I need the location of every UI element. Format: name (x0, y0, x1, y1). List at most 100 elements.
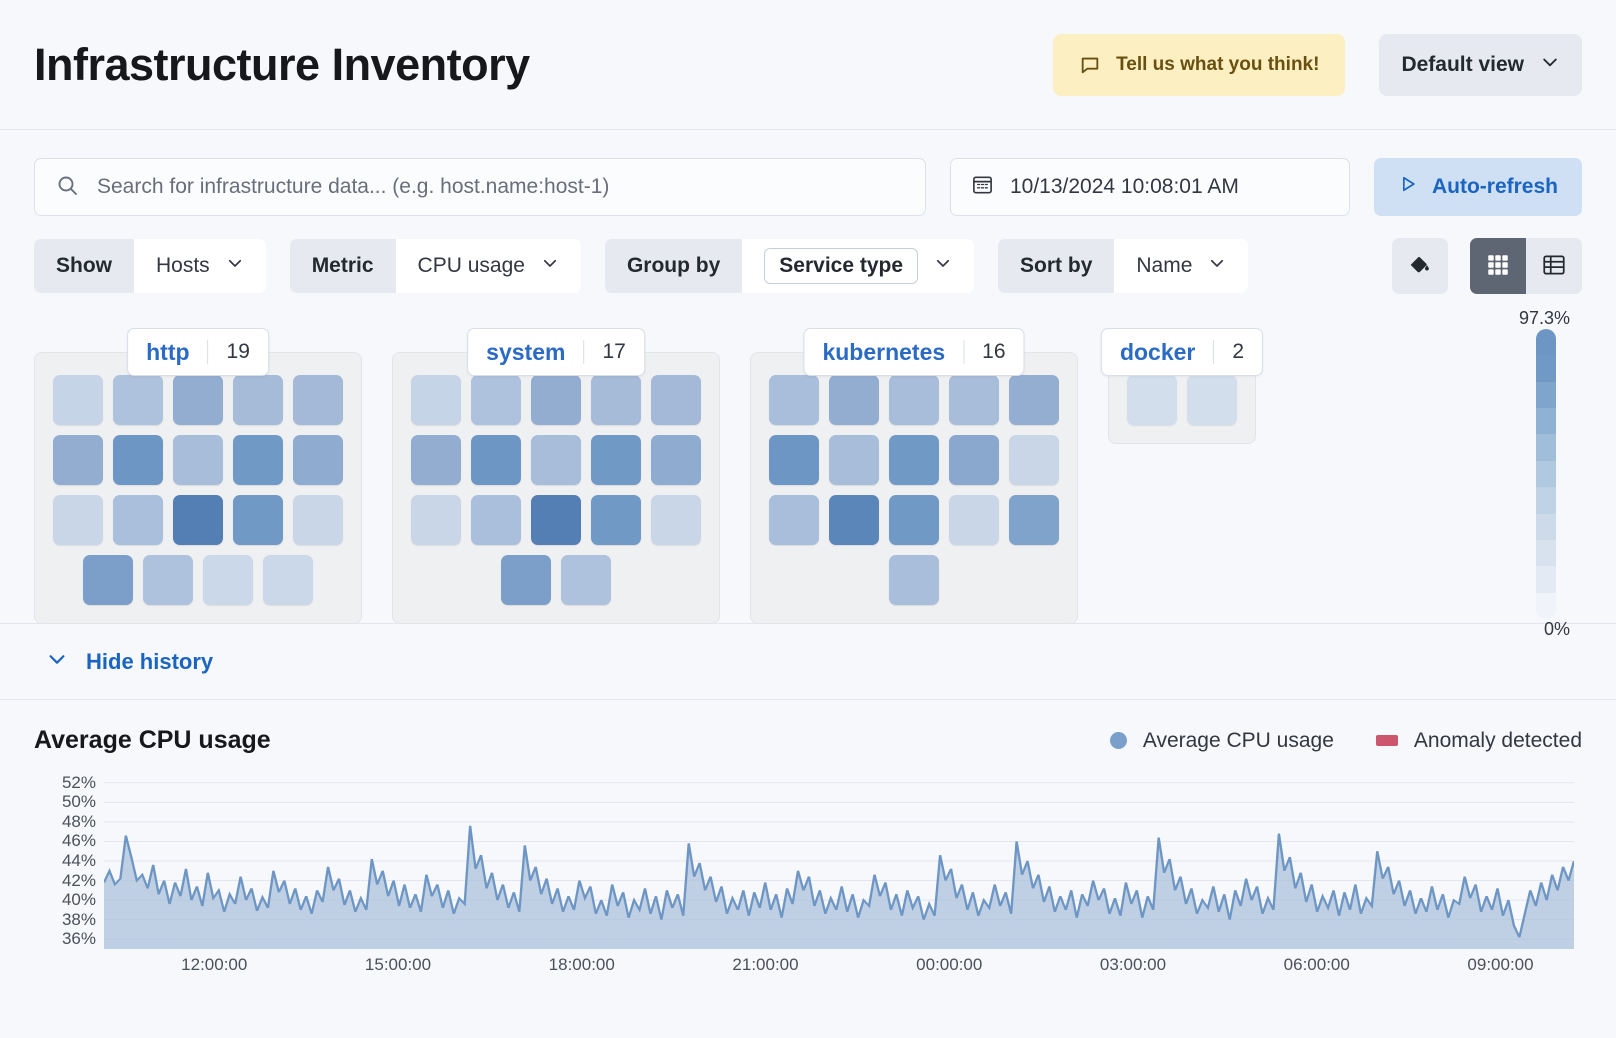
host-tile[interactable] (1009, 495, 1059, 545)
host-tile[interactable] (591, 495, 641, 545)
host-tile[interactable] (173, 495, 223, 545)
color-legend: 97.3% 0% (1500, 308, 1570, 640)
host-tile[interactable] (769, 435, 819, 485)
host-tile[interactable] (113, 495, 163, 545)
search-box[interactable] (34, 158, 926, 216)
host-tile[interactable] (233, 375, 283, 425)
chart-legend: Average CPU usage Anomaly detected (1109, 729, 1582, 753)
chart-plot-area[interactable] (104, 773, 1574, 949)
tile-row (83, 555, 313, 605)
y-axis-tick-label: 36% (61, 929, 96, 949)
group-name-docker[interactable]: docker (1119, 338, 1196, 365)
table-view-toggle[interactable] (1526, 238, 1582, 294)
x-axis-tick-label: 06:00:00 (1283, 955, 1350, 974)
filter-group-by-label: Group by (604, 239, 743, 293)
comment-icon (1079, 54, 1101, 76)
date-picker[interactable]: 10/13/2024 10:08:01 AM (949, 158, 1350, 216)
host-tile[interactable] (411, 375, 461, 425)
host-tile[interactable] (769, 375, 819, 425)
x-axis-tick-label: 09:00:00 (1467, 955, 1534, 974)
host-tile[interactable] (263, 555, 313, 605)
legend-segment (1536, 381, 1556, 409)
filter-show-label: Show (34, 239, 134, 293)
default-view-button[interactable]: Default view (1379, 33, 1582, 96)
host-tile[interactable] (143, 555, 193, 605)
host-tile[interactable] (651, 435, 701, 485)
host-tile[interactable] (293, 435, 343, 485)
host-tile[interactable] (889, 435, 939, 485)
x-axis-tick-label: 21:00:00 (732, 955, 799, 974)
filters-row: Show Hosts Metric CPU usage (34, 238, 1582, 294)
group-name-system[interactable]: system (486, 338, 566, 365)
host-tile[interactable] (53, 375, 103, 425)
host-tile[interactable] (651, 375, 701, 425)
host-tile[interactable] (173, 375, 223, 425)
host-tile[interactable] (233, 435, 283, 485)
host-tile[interactable] (471, 495, 521, 545)
host-tile[interactable] (949, 375, 999, 425)
host-tile[interactable] (829, 435, 879, 485)
host-tile[interactable] (1187, 375, 1237, 425)
host-tile[interactable] (889, 495, 939, 545)
filter-sort-by-label: Sort by (998, 239, 1115, 293)
header-actions: Tell us what you think! Default view (1053, 33, 1582, 96)
host-tile[interactable] (233, 495, 283, 545)
map-view-toggle[interactable] (1470, 238, 1526, 294)
host-tile[interactable] (411, 435, 461, 485)
host-tile[interactable] (829, 375, 879, 425)
host-tile[interactable] (293, 495, 343, 545)
hide-history-toggle[interactable]: Hide history (0, 624, 1616, 700)
host-tile[interactable] (531, 435, 581, 485)
host-tile[interactable] (591, 435, 641, 485)
host-tile[interactable] (173, 435, 223, 485)
chart-area-fill (104, 825, 1574, 949)
host-tile[interactable] (53, 495, 103, 545)
host-tile[interactable] (1009, 435, 1059, 485)
host-tile[interactable] (471, 435, 521, 485)
host-tile[interactable] (113, 375, 163, 425)
y-axis-tick-label: 38% (61, 909, 96, 929)
host-tile[interactable] (471, 375, 521, 425)
filter-sort-by-value[interactable]: Name (1114, 239, 1249, 293)
host-tile[interactable] (889, 555, 939, 605)
filter-show-value[interactable]: Hosts (134, 239, 266, 293)
search-input[interactable] (95, 174, 905, 200)
host-tile[interactable] (949, 495, 999, 545)
legend-item-average-cpu-usage[interactable]: Average CPU usage (1109, 729, 1334, 753)
filter-group-by-value[interactable]: Service type (742, 239, 975, 293)
group-name-kubernetes[interactable]: kubernetes (822, 338, 946, 365)
auto-refresh-button[interactable]: Auto-refresh (1373, 158, 1582, 216)
host-tile[interactable] (1127, 375, 1177, 425)
host-tile[interactable] (769, 495, 819, 545)
legend-segment (1536, 355, 1556, 382)
host-tile[interactable] (531, 375, 581, 425)
host-tile[interactable] (53, 435, 103, 485)
host-tile[interactable] (83, 555, 133, 605)
feedback-button[interactable]: Tell us what you think! (1053, 33, 1346, 96)
host-tile[interactable] (651, 495, 701, 545)
host-tile[interactable] (501, 555, 551, 605)
host-tile[interactable] (293, 375, 343, 425)
legend-palette-button[interactable] (1392, 238, 1448, 294)
host-tile[interactable] (561, 555, 611, 605)
host-tile[interactable] (949, 435, 999, 485)
host-tile[interactable] (1009, 375, 1059, 425)
host-tile[interactable] (113, 435, 163, 485)
host-tile[interactable] (829, 495, 879, 545)
group-name-http[interactable]: http (146, 338, 190, 365)
host-tile[interactable] (203, 555, 253, 605)
host-tile[interactable] (889, 375, 939, 425)
legend-item-anomaly-detected[interactable]: Anomaly detected (1375, 729, 1582, 753)
group-header-system[interactable]: system 17 (467, 328, 645, 376)
host-tile[interactable] (411, 495, 461, 545)
host-tile[interactable] (591, 375, 641, 425)
group-count-system: 17 (583, 340, 643, 364)
filter-metric-value[interactable]: CPU usage (395, 239, 581, 293)
y-axis-tick-label: 44% (61, 851, 96, 870)
host-tile[interactable] (531, 495, 581, 545)
chevron-down-icon (226, 254, 244, 278)
